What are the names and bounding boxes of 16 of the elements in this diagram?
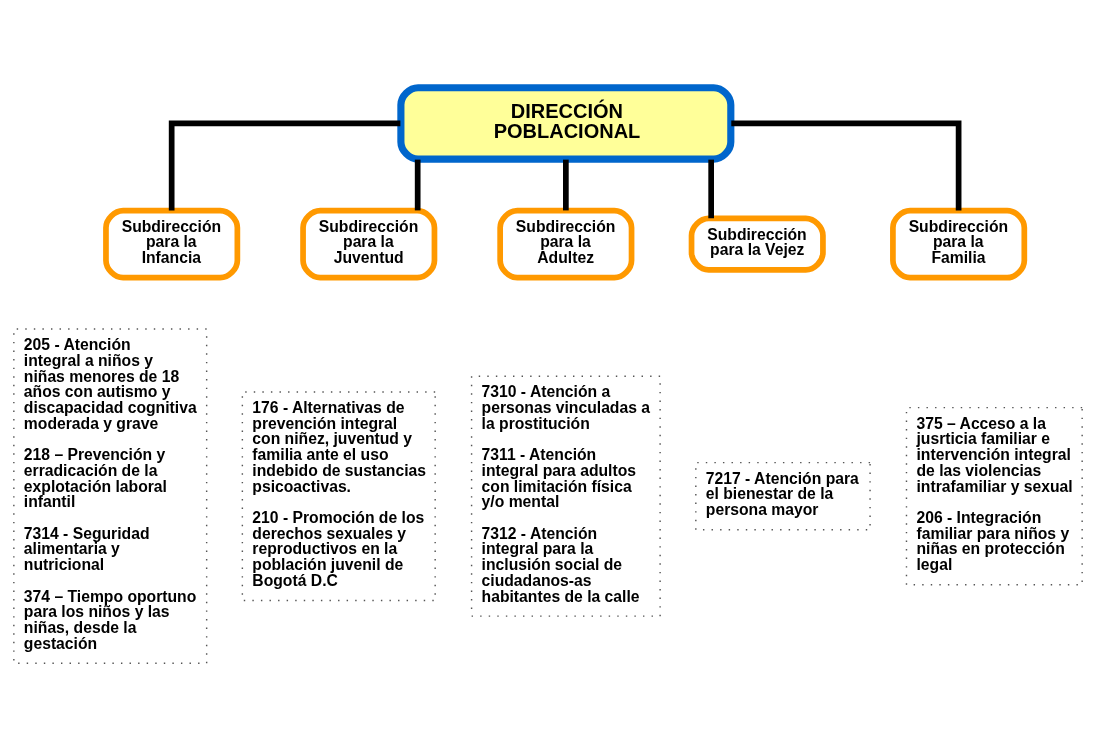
node-box: Subdirección para la Familia	[890, 207, 1028, 281]
node-box: Subdirección para la Infancia	[103, 207, 241, 281]
node-box: Subdirección para la Juventud	[300, 207, 438, 281]
node-box: 205 - Atención integral a niños y niñas menores de 18 años con autismo y discapacidad cognitiva moderada y grave 218 – Prevención y erradicación de la explotación laboral infantil 7314 - Seguridad alimentaria y nutricional 374 – Tiempo oportuno para los niños y las niñas, desde la gestación	[13, 328, 208, 664]
node-box: 375 – Acceso a la jusrticia familiar e intervención integral de las violencias intrafamiliar y sexual 206 - Integración familiar para niños y niñas en protección legal	[905, 406, 1083, 586]
node-box: Subdirección para la Adultez	[497, 207, 635, 281]
connector	[414, 159, 421, 211]
node-box: 7310 - Atención a personas vinculadas a la prostitución 7311 - Atención integral para adultos con limitación física y/o mental 7312 - Atención integral para la inclusión social de ciudadanos-as habitantes de la calle	[470, 375, 661, 617]
node-box: 7217 - Atención para el bienestar de la persona mayor	[695, 461, 871, 531]
connector	[168, 120, 401, 211]
node-box: DIRECCIÓN POBLACIONAL	[397, 84, 735, 163]
node-box: Subdirección para la Vejez	[688, 215, 826, 273]
connector	[563, 159, 569, 211]
connector	[708, 159, 715, 219]
connector	[731, 120, 962, 211]
node-box: 176 - Alternativas de prevención integral con niñez, juventud y familia ante el uso indebido de sustancias psicoactivas. 210 - Promoción de los derechos sexuales y reproductivos en la población juvenil de Bogotá D.C	[241, 391, 436, 602]
